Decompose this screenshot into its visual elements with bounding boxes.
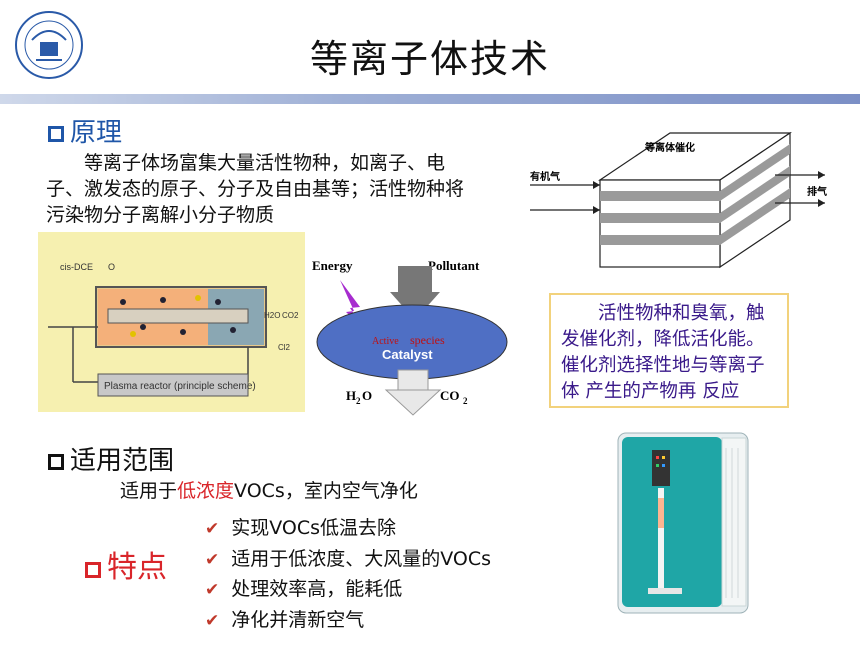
mechanism-callout: 活性物种和臭氧，触发催化剂，降低活化能。 催化剂选择性地与等离子体 产生的产物再… [549,293,789,408]
svg-text:2: 2 [356,396,361,406]
check-icon: ✔ [205,519,220,539]
scope-highlight: 低浓度 [177,480,235,502]
catalyst-figure: Energy Pollutant Active species Catalyst… [310,252,515,422]
inlet-label: 有机气 [530,170,560,183]
active-label: Active [372,336,399,347]
check-icon: ✔ [205,580,220,600]
principle-heading: 原理 [48,112,122,149]
h2o-label: H [346,388,356,403]
scope-prefix: 适用于 [120,480,178,502]
square-bullet-icon [48,454,64,470]
pollutant-arrow [398,266,432,292]
bed-label: 等离体催化 [645,141,695,154]
callout-line-2: 催化剂选择性地与等离子体 产生的产物再 反应 [561,355,765,402]
features-heading: 特点 [85,542,167,586]
features-list: ✔实现VOCs低温去除 ✔适用于低浓度、大风量的VOCs ✔处理效率高，能耗低 … [205,514,491,636]
co2-label: CO [440,388,460,403]
catalyst-diagram: Energy Pollutant Active species Catalyst… [312,258,508,416]
pollutant-label: Pollutant [428,258,480,273]
species-label: species [410,333,445,347]
outlet-label: 排气 [807,185,827,198]
svg-text:2: 2 [463,396,468,406]
callout-line-1: 活性物种和臭氧，触发催化剂，降低活化能。 [561,303,765,350]
plasma-reactor-diagram: Plasma reactor (principle scheme) cis-DC… [48,262,299,397]
reactor-o2-label: O [108,262,115,272]
plasma-bed-figure: 等离体催化 有机气 排气 [525,125,835,270]
square-bullet-icon [48,126,64,142]
check-icon: ✔ [205,610,220,631]
list-item: ✔处理效率高，能耗低 [205,578,403,600]
scope-text: 适用于低浓度VOCs，室内空气净化 [120,476,418,503]
university-logo [15,11,83,79]
air-purifier-illustration [617,432,749,614]
scope-heading: 适用范围 [48,440,174,477]
square-bullet-icon [85,562,101,578]
scope-suffix: VOCs，室内空气净化 [234,480,418,502]
check-icon: ✔ [205,549,220,570]
products-arrow [384,389,442,416]
page-title: 等离子体技术 [309,37,550,81]
list-item: ✔实现VOCs低温去除 [205,517,397,539]
reactor-co2-label: CO2 [282,311,299,320]
svg-text:O: O [362,388,372,403]
energy-bolt-icon [340,280,365,330]
list-item: ✔净化并清新空气 [205,608,365,631]
reactor-input-label: cis-DCE [60,262,93,272]
catalyst-label: Catalyst [382,347,433,362]
plasma-bed-diagram: 等离体催化 有机气 排气 [530,131,827,269]
principle-text: 等离子体场富集大量活性物种，如离子、电子、激发态的原子、分子及自由基等；活性物种… [46,152,465,226]
plasma-reactor-figure: Plasma reactor (principle scheme) cis-DC… [38,232,305,412]
reactor-h2o-label: H2O [264,311,280,320]
reactor-cl2-label: Cl2 [278,343,291,352]
list-item: ✔适用于低浓度、大风量的VOCs [205,547,492,570]
title-divider [0,94,860,104]
energy-label: Energy [312,258,353,273]
air-purifier-image [608,428,758,618]
reactor-caption: Plasma reactor (principle scheme) [104,381,256,392]
